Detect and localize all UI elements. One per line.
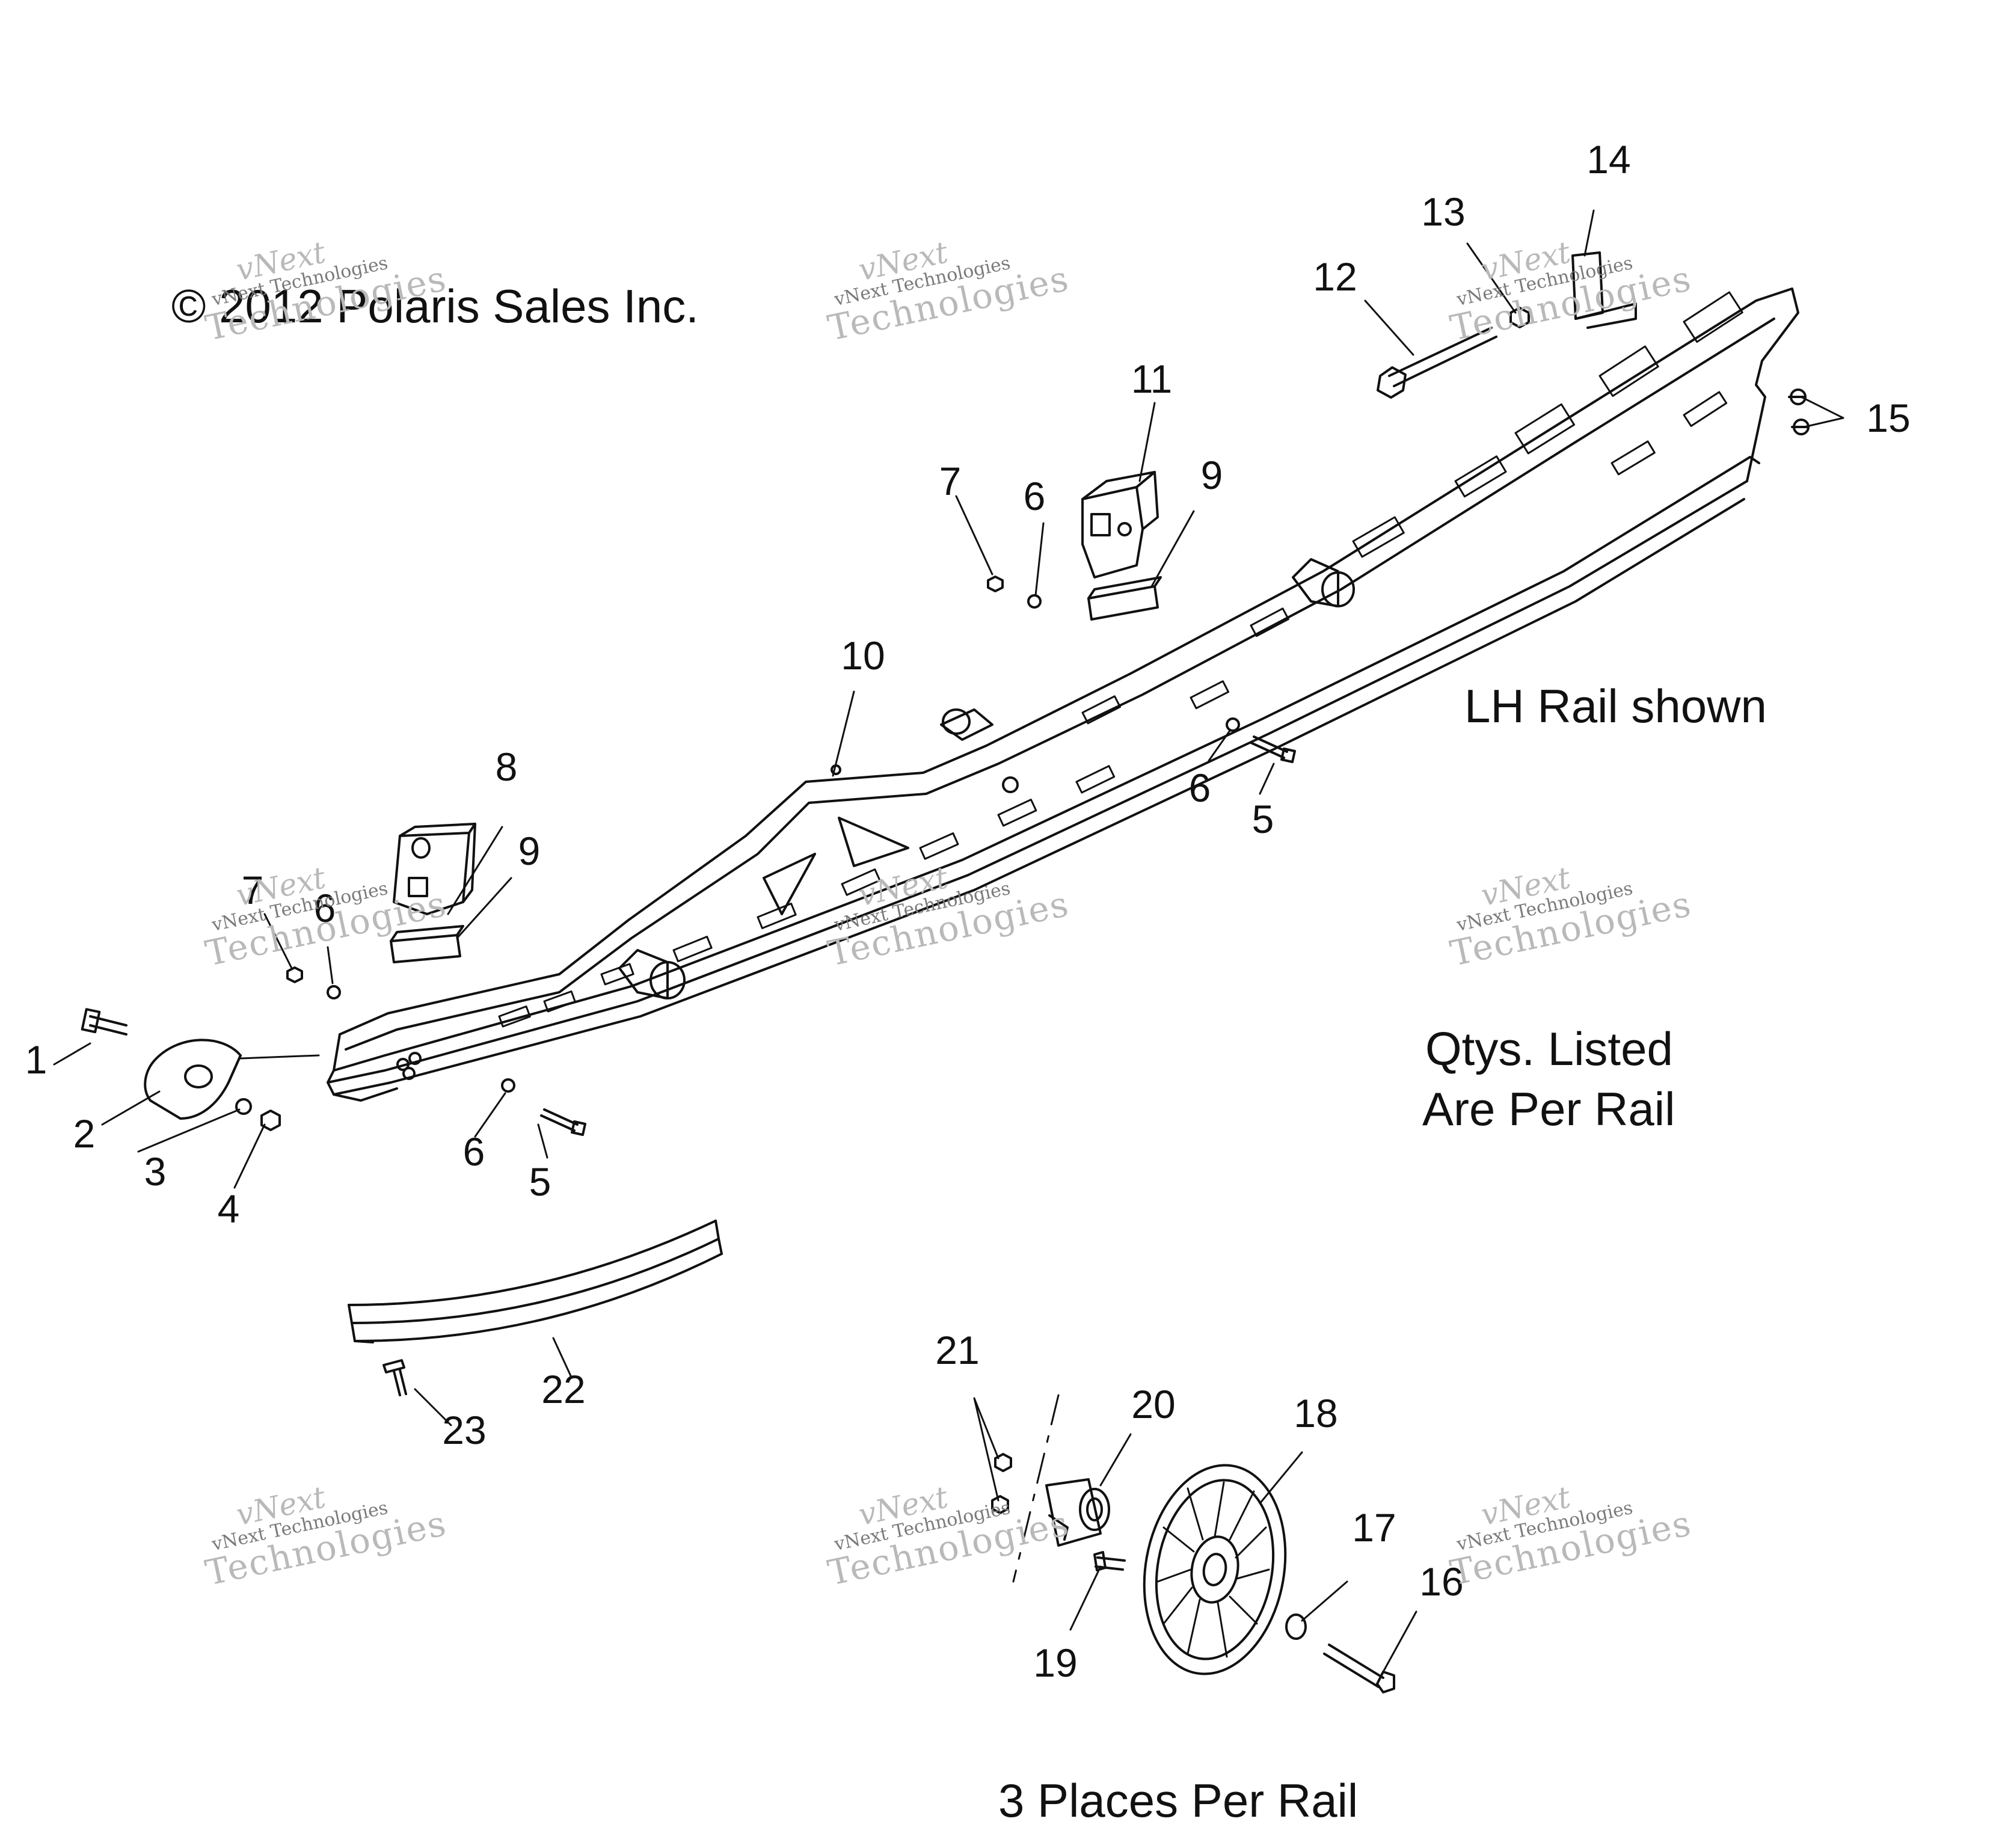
callout-7: 7 bbox=[241, 868, 264, 912]
slide-rail bbox=[327, 287, 1799, 1102]
callout-2: 2 bbox=[73, 1111, 96, 1156]
part-13-nut bbox=[1509, 307, 1530, 328]
callout-5: 5 bbox=[1251, 797, 1274, 841]
note-qty-line2: Are Per Rail bbox=[1422, 1082, 1675, 1135]
part-18-idler-wheel bbox=[1143, 1464, 1287, 1675]
callout-7: 7 bbox=[939, 459, 962, 503]
part-9-spacer-front bbox=[390, 925, 464, 963]
part-7-nut-b bbox=[987, 576, 1004, 592]
part-8-slider-block bbox=[393, 823, 476, 915]
part-6-washer-c bbox=[1226, 717, 1240, 732]
callout-21: 21 bbox=[935, 1328, 980, 1372]
callout-20: 20 bbox=[1131, 1382, 1176, 1426]
callout-6: 6 bbox=[462, 1129, 485, 1174]
callout-4: 4 bbox=[217, 1186, 240, 1231]
callout-22: 22 bbox=[541, 1367, 586, 1411]
part-1-bolt bbox=[81, 1008, 127, 1036]
part-9-spacer-upper bbox=[1087, 576, 1162, 621]
part-5-bolt-mid bbox=[1250, 735, 1296, 763]
callout-6: 6 bbox=[313, 886, 336, 930]
copyright-notice: © 2012 Polaris Sales Inc. bbox=[171, 280, 699, 333]
callout-8: 8 bbox=[495, 744, 518, 789]
callout-3: 3 bbox=[144, 1149, 167, 1194]
callout-16: 16 bbox=[1419, 1559, 1464, 1604]
part-4-nut bbox=[260, 1110, 281, 1131]
callout-1: 1 bbox=[25, 1037, 48, 1082]
callout-6: 6 bbox=[1188, 766, 1211, 810]
callout-17: 17 bbox=[1352, 1505, 1396, 1550]
leader-lines bbox=[53, 209, 1844, 1673]
callout-10: 10 bbox=[841, 633, 885, 678]
part-14-rear-bracket bbox=[1571, 251, 1637, 329]
part-21-nuts bbox=[991, 1453, 1012, 1514]
part-12-long-bolt bbox=[1377, 327, 1497, 399]
part-5-bolt-front bbox=[540, 1108, 586, 1136]
callout-6: 6 bbox=[1023, 474, 1046, 518]
part-7-nut-a bbox=[286, 966, 303, 983]
callout-9: 9 bbox=[1200, 453, 1223, 497]
part-19-bolt bbox=[1093, 1551, 1126, 1571]
part-17-washer bbox=[1285, 1613, 1307, 1640]
part-23-screw bbox=[382, 1359, 407, 1396]
note-lh-rail: LH Rail shown bbox=[1464, 680, 1767, 732]
callout-9: 9 bbox=[518, 829, 541, 873]
note-places-per-rail: 3 Places Per Rail bbox=[998, 1774, 1359, 1827]
callout-14: 14 bbox=[1586, 137, 1631, 182]
part-20-wheel-axle-spacer bbox=[1045, 1478, 1110, 1547]
callout-5: 5 bbox=[529, 1159, 551, 1204]
callout-11: 11 bbox=[1131, 357, 1173, 401]
part-6-washer-a bbox=[327, 985, 341, 999]
callout-15: 15 bbox=[1866, 396, 1911, 440]
callout-19: 19 bbox=[1033, 1641, 1078, 1685]
callout-23: 23 bbox=[442, 1408, 487, 1452]
part-3-washer bbox=[235, 1098, 252, 1115]
part-16-axle-bolt bbox=[1323, 1644, 1395, 1693]
part-11-slider-block bbox=[1081, 471, 1159, 579]
part-22-wear-strip bbox=[348, 1220, 723, 1343]
part-6-washer-b bbox=[501, 1078, 515, 1093]
note-qty-line1: Qtys. Listed bbox=[1425, 1022, 1673, 1075]
callout-18: 18 bbox=[1294, 1391, 1338, 1435]
part-2-front-cap bbox=[144, 1039, 320, 1120]
callout-13: 13 bbox=[1421, 189, 1466, 234]
callout-12: 12 bbox=[1313, 254, 1357, 299]
part-6-washer-d bbox=[1027, 594, 1042, 609]
